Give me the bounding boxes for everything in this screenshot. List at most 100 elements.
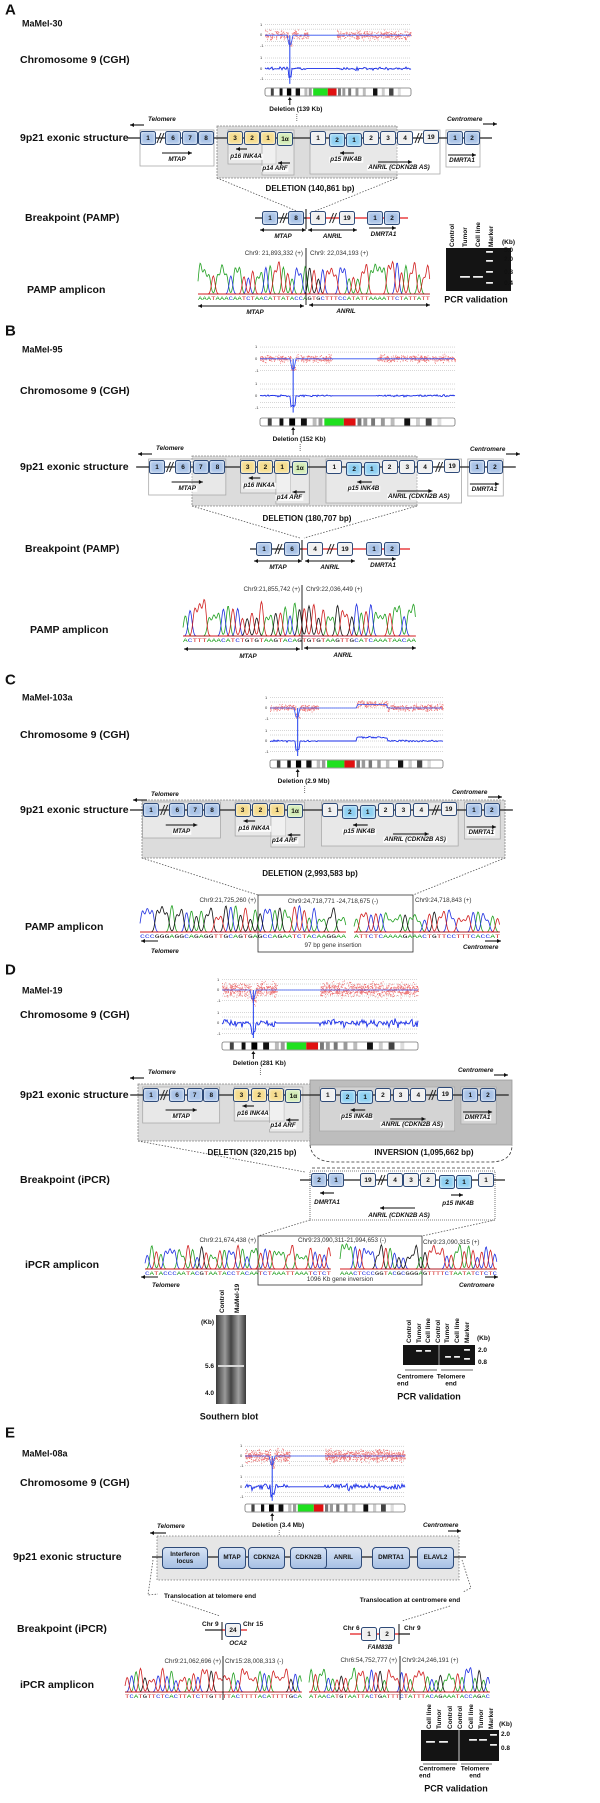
junction-coordinate: Chr9:22,036,449 (+) bbox=[306, 585, 363, 593]
ideogram-band bbox=[343, 1042, 348, 1050]
cgh-tick-label: 0 bbox=[255, 392, 258, 398]
ideogram-band bbox=[261, 1504, 265, 1512]
cgh-tick-label: 0 bbox=[265, 738, 268, 743]
arrow-head bbox=[353, 228, 357, 232]
cgh-row-label: Chromosome 9 (CGH) bbox=[20, 384, 130, 397]
panel-letter: C bbox=[5, 671, 16, 689]
gene-box: ANRIL bbox=[320, 1547, 362, 1569]
gel-lane-label: Control bbox=[449, 223, 456, 247]
ideogram-band bbox=[343, 418, 356, 426]
exon-box: 1α bbox=[287, 804, 304, 818]
exon-box: 2 bbox=[479, 1088, 496, 1102]
gene-label: ANRIL (CDKN2B AS) bbox=[367, 163, 431, 172]
gel-band bbox=[486, 271, 493, 273]
gel-band bbox=[486, 282, 493, 284]
exon-box: 2 bbox=[439, 1175, 455, 1189]
exon-box: 1α bbox=[277, 132, 293, 146]
chromatogram-trace-T bbox=[198, 260, 431, 295]
gel-lane-label: Marker bbox=[488, 1707, 496, 1729]
exon-box: 1 bbox=[361, 1627, 377, 1641]
arrow-head bbox=[457, 1529, 461, 1533]
exon-box: 2 bbox=[379, 1627, 395, 1641]
cgh-plot-area bbox=[260, 342, 455, 416]
cgh-tick-label: 1 bbox=[240, 1474, 243, 1479]
amplicon-row-label: PAMP amplicon bbox=[27, 283, 106, 296]
ideogram-band bbox=[342, 88, 346, 96]
gel-band bbox=[473, 276, 483, 278]
gel-lane-label: Control bbox=[434, 1319, 442, 1343]
ideogram-band bbox=[325, 1504, 329, 1512]
arrow-head bbox=[498, 795, 502, 799]
arrow-head bbox=[308, 228, 312, 232]
arrow-head bbox=[260, 228, 264, 232]
gene-label: p14 ARF bbox=[261, 164, 289, 173]
junction-coordinate: Chr9:21,725,260 (+) bbox=[199, 896, 256, 904]
arrow-head bbox=[305, 559, 309, 563]
arrow-head bbox=[302, 228, 306, 232]
cgh-mean-line bbox=[260, 358, 454, 370]
exon-box: 2 bbox=[374, 1088, 391, 1102]
telomere-label: Telomere bbox=[156, 444, 184, 452]
cgh-tick-label: 1 bbox=[217, 976, 220, 982]
gene-label: p15 INK4B bbox=[340, 1112, 374, 1121]
structure-row-label: 9p21 exonic structure bbox=[20, 803, 129, 816]
deletion-size-label: DELETION (180,707 bp) bbox=[262, 514, 352, 523]
ideogram-band bbox=[251, 1042, 258, 1050]
exon-box: 1 bbox=[346, 133, 362, 147]
zoom-connector bbox=[307, 177, 398, 215]
gene-label: MTAP bbox=[171, 827, 192, 836]
exon-box: 19 bbox=[337, 542, 353, 556]
gel-band bbox=[460, 276, 470, 278]
gel-marker-label: 2.0 bbox=[501, 1730, 511, 1738]
breakpoint-row-label: Breakpoint (iPCR) bbox=[20, 1173, 110, 1186]
ideogram-band bbox=[327, 88, 337, 96]
cgh-row-label: Chromosome 9 (CGH) bbox=[20, 728, 130, 741]
gel-band bbox=[479, 1739, 487, 1741]
arrow-head bbox=[408, 160, 412, 164]
panel-letter: D bbox=[5, 961, 16, 979]
exon-box: 2 bbox=[377, 803, 394, 817]
break-mark bbox=[274, 543, 280, 555]
exon-box: 2 bbox=[486, 460, 503, 474]
exon-box: 8 bbox=[204, 803, 221, 817]
exon-box: 19 bbox=[437, 1087, 454, 1101]
exon-box: 2 bbox=[483, 803, 500, 817]
gel-lane-label: Tumor bbox=[436, 1709, 444, 1729]
amplicon-row-label: PAMP amplicon bbox=[30, 623, 109, 636]
arrow-head bbox=[421, 1117, 426, 1121]
ideogram-band bbox=[368, 760, 373, 768]
ideogram-band bbox=[425, 418, 432, 426]
gel-lane-label: Control bbox=[406, 1319, 413, 1343]
ideogram-band bbox=[263, 1042, 270, 1050]
translocation-connector bbox=[147, 1559, 221, 1617]
translocation-label: Translocation at centromere end bbox=[359, 1596, 461, 1604]
gene-label: p15 INK4B bbox=[441, 1199, 475, 1208]
arrow-head bbox=[309, 303, 313, 307]
gene-label: ANRIL (CDKN2B AS) bbox=[383, 835, 447, 844]
exon-box: 4 bbox=[410, 1088, 427, 1102]
ideogram-band bbox=[329, 1504, 333, 1512]
arrow-head bbox=[495, 482, 500, 486]
base-sequence: CATACCCAATACGTAATACCTACAATCTAAATTAAATCTC… bbox=[145, 1270, 332, 1277]
ideogram-band bbox=[389, 88, 394, 96]
arrow-head bbox=[150, 1531, 154, 1535]
arrow-head bbox=[270, 1513, 275, 1516]
chromatogram-trace-A bbox=[308, 1667, 490, 1693]
exon-box: 4 bbox=[310, 211, 326, 225]
panel-letter: E bbox=[5, 1424, 16, 1442]
arrow-head bbox=[412, 646, 416, 650]
exon-box: 1α bbox=[291, 461, 308, 475]
gel-unit-label: (Kb) bbox=[477, 1334, 490, 1342]
arrow-head bbox=[184, 647, 188, 651]
exon-box: 1 bbox=[140, 131, 156, 145]
gel-lane-label: Tumor bbox=[478, 1709, 485, 1729]
gene-box: ELAVL2 bbox=[417, 1547, 454, 1569]
gene-label: MTAP bbox=[268, 563, 288, 572]
ideogram-band bbox=[278, 1504, 284, 1512]
cgh-deletion-label: Deletion (152 Kb) bbox=[272, 435, 326, 443]
gel-lane-label: Cell line bbox=[454, 1318, 461, 1343]
translocation-label: Translocation at telomere end bbox=[163, 1592, 257, 1600]
sample-name: MaMel-30 bbox=[22, 18, 63, 29]
chromatogram-trace-A bbox=[353, 911, 500, 933]
